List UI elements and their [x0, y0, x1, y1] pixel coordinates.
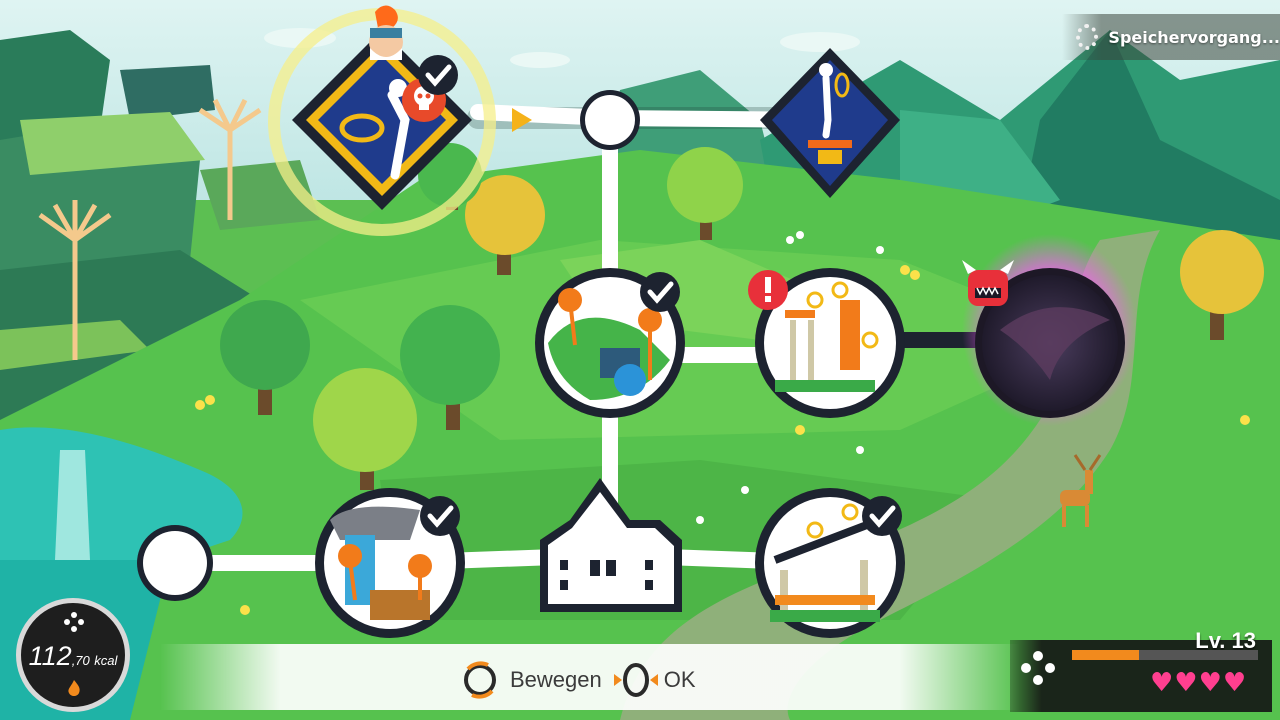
move-label: Bewegen: [510, 667, 602, 692]
kcal-decimal: ,70: [71, 653, 90, 668]
stage-obstacle-alert[interactable]: [748, 268, 905, 418]
stage-diamond-current[interactable]: [268, 5, 496, 236]
ring-rotate-icon: [464, 661, 496, 699]
check-icon: [420, 496, 460, 536]
stage-dark-boss[interactable]: [962, 234, 1138, 426]
alert-icon: [748, 270, 788, 310]
xp-bar: [1072, 650, 1258, 660]
ring-squeeze-icon: [613, 663, 658, 697]
stage-empty-top[interactable]: [580, 90, 640, 150]
stage-waterfall[interactable]: [315, 488, 465, 638]
level-text: Lv. 13: [1195, 628, 1256, 653]
xp-bar-fill: [1072, 650, 1139, 660]
joycon-dots-icon: [64, 612, 84, 632]
flowers: [195, 265, 1250, 615]
deer-icon: [1060, 454, 1102, 527]
joycon-dots-icon: [1021, 651, 1055, 685]
calorie-counter: 112,70 kcal: [16, 598, 130, 712]
stage-empty-left[interactable]: [137, 525, 213, 601]
direction-arrow-icon: [512, 108, 532, 132]
stage-diamond-trainer[interactable]: [760, 48, 900, 198]
waterfall: [55, 450, 90, 560]
flame-icon: [68, 680, 80, 696]
stage-track[interactable]: [755, 488, 905, 638]
kcal-unit: kcal: [94, 653, 118, 668]
check-icon: [640, 272, 680, 312]
player-avatar: [369, 5, 403, 60]
trees: [220, 143, 1264, 490]
saving-indicator: Speichervorgang...: [1062, 14, 1280, 60]
check-icon: [418, 55, 458, 95]
kcal-integer: 112: [28, 641, 72, 671]
saving-spinner-icon: [1076, 24, 1099, 50]
control-hints-bar: Bewegen OK: [160, 644, 1020, 710]
check-icon: [862, 496, 902, 536]
palm-plants: [38, 98, 262, 360]
level-panel: Lv. 13 ♥♥♥♥: [1010, 628, 1272, 712]
dirt-road: [620, 230, 1160, 720]
kcal-value: 112,70 kcal: [21, 641, 125, 672]
stage-jungle[interactable]: [535, 268, 685, 418]
trainer-pose-icon: [808, 63, 852, 164]
hearts-icon: ♥♥♥♥: [1150, 668, 1248, 698]
monster-icon: [962, 260, 1014, 306]
ring-stretch-icon: [339, 79, 410, 180]
ok-label: OK: [663, 667, 696, 692]
saving-text: Speichervorgang...: [1108, 27, 1280, 47]
stage-town[interactable]: [540, 478, 682, 612]
